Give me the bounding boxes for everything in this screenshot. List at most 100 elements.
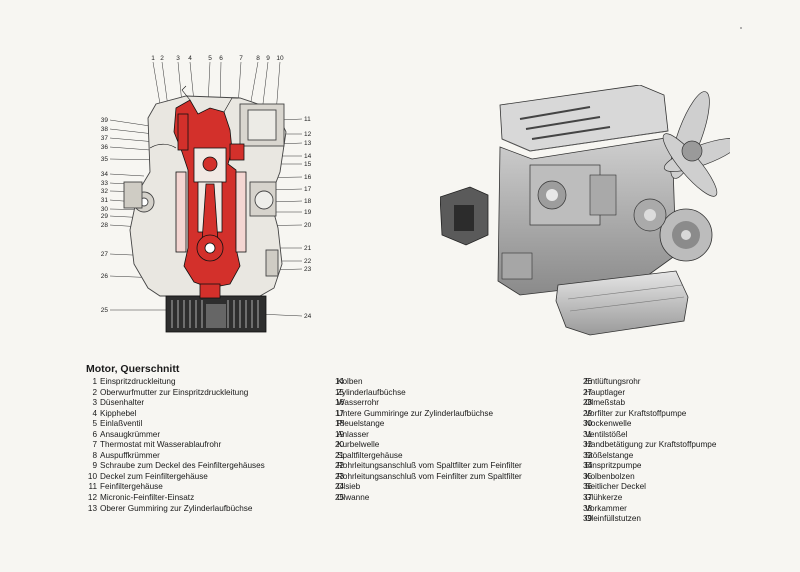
callout-number: 29	[101, 213, 109, 220]
legend-text: Oberwurfmutter zur Einspritzdruckleitung	[100, 387, 249, 397]
callout-number: 19	[304, 209, 312, 216]
legend-number: 11	[88, 482, 98, 492]
legend-text: Pleuelstange	[337, 419, 385, 429]
callout-number: 7	[239, 55, 243, 62]
callout-number: 3	[176, 55, 180, 62]
callout-number: 38	[101, 126, 109, 133]
callout-number: 15	[304, 161, 312, 168]
callout-number: 30	[101, 206, 109, 213]
legend-text: Vorkammer	[585, 503, 627, 513]
legend-text: Olsieb	[337, 482, 361, 492]
callout-number: 16	[304, 174, 312, 181]
legend-text: Einspritzpumpe	[585, 461, 642, 471]
callout-number: 28	[101, 222, 109, 229]
legend-text: Deckel zum Feinfiltergehäuse	[100, 471, 208, 481]
legend-number: 7	[92, 440, 97, 450]
callout-number: 25	[101, 307, 109, 314]
callout-number: 24	[304, 313, 312, 320]
legend-text: Micronic-Feinfilter-Einsatz	[100, 493, 195, 503]
legend-text: Kipphebel	[100, 408, 137, 418]
legend-text: Kolbenbolzen	[585, 471, 635, 481]
legend-text: Anlasser	[337, 429, 369, 439]
legend-text: Glühkerze	[585, 493, 623, 503]
callout-number: 12	[304, 131, 312, 138]
legend-text: Zylinderlaufbüchse	[337, 387, 406, 397]
callout-number: 4	[188, 55, 192, 62]
callout-number: 6	[219, 55, 223, 62]
legend-text: Rohrleitungsanschluß vom Spaltfilter zum…	[337, 461, 522, 471]
legend-text: Thermostat mit Wasserablaufrohr	[100, 440, 222, 450]
callout-number: 32	[101, 188, 109, 195]
callout-number: 14	[304, 153, 312, 160]
caption-title: Motor, Querschnitt	[86, 363, 180, 375]
legend-text: Rohrleitungsanschluß vom Feinfilter zum …	[337, 471, 522, 481]
legend-text: Handbetätigung zur Kraftstoffpumpe	[585, 440, 717, 450]
engine-photo	[440, 85, 730, 336]
legend-text: Spaltfiltergehäuse	[337, 450, 403, 460]
callout-number: 37	[101, 135, 109, 142]
callout-number: 22	[304, 258, 312, 265]
legend-text: Auspuffkrümmer	[100, 450, 160, 460]
legend-text: Kurbelwelle	[337, 440, 380, 450]
callout-number: 34	[101, 171, 109, 178]
callout-number: 23	[304, 266, 312, 273]
legend-text: Einlaßventil	[100, 419, 143, 429]
legend-text: Feinfiltergehäuse	[100, 482, 163, 492]
callout-number: 5	[208, 55, 212, 62]
legend-text: Seitlicher Deckel	[585, 482, 646, 492]
callout-number: 17	[304, 186, 312, 193]
callout-number: 9	[266, 55, 270, 62]
legend-number: 5	[92, 419, 97, 429]
legend-text: Einspritzdruckleitung	[100, 377, 176, 386]
callout-number: 27	[101, 251, 109, 258]
fan	[662, 91, 730, 197]
legend-text: Hauptlager	[585, 387, 626, 397]
callout-number: 10	[276, 55, 284, 62]
legend-text: Olwanne	[337, 493, 370, 503]
callout-number: 1	[151, 55, 155, 62]
legend-number: 1	[92, 377, 97, 386]
legend-text: Kolben	[337, 377, 363, 386]
legend-number: 13	[87, 503, 97, 513]
legend-text: Wasserrohr	[337, 398, 380, 408]
page-speck	[740, 27, 742, 29]
legend-number: 12	[87, 493, 97, 503]
legend-number: 3	[92, 398, 97, 408]
callout-number: 20	[304, 222, 312, 229]
legend-text: Ventilstößel	[585, 429, 628, 439]
legend-text: Vorfilter zur Kraftstoffpumpe	[585, 408, 687, 418]
